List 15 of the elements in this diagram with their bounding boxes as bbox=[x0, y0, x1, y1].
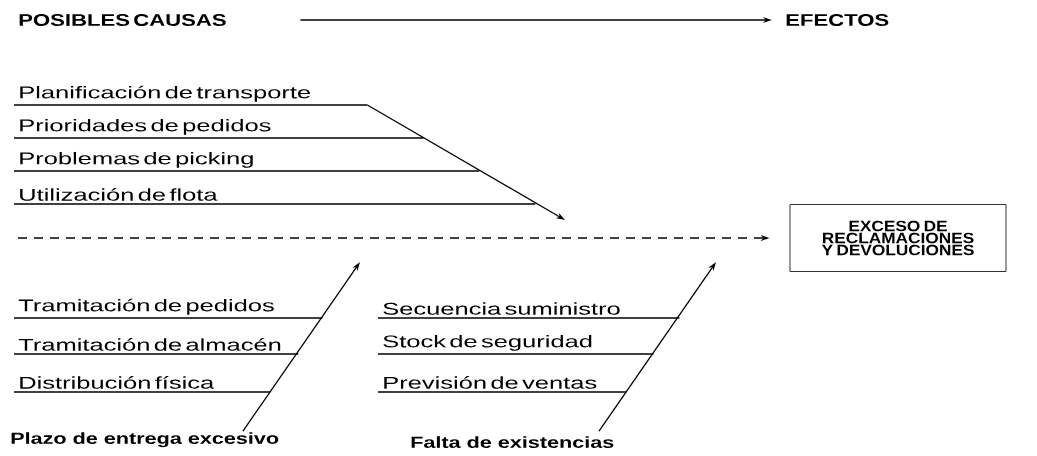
cause-text: Utilización de flota bbox=[13, 188, 537, 205]
cause-text: Tramitación de pedidos bbox=[13, 298, 324, 319]
cause-text: Stock de seguridad bbox=[377, 334, 655, 355]
heading-text: EFECTOS bbox=[786, 14, 889, 27]
effect-box: EXCESO DE RECLAMACIONES Y DEVOLUCIONES bbox=[789, 204, 1007, 272]
cause-text: Problemas de picking bbox=[13, 151, 481, 172]
cause-text: Distribución física bbox=[13, 376, 272, 393]
cause-text: Secuencia suministro bbox=[377, 302, 681, 319]
cause-text: Tramitación de almacén bbox=[13, 338, 300, 355]
cause-text: Planificación de transporte bbox=[13, 85, 369, 106]
category-label: Plazo de entrega excesivo bbox=[11, 432, 279, 448]
cause-text: Previsión de ventas bbox=[377, 376, 628, 393]
category-label: Falta de existencias bbox=[411, 436, 614, 448]
heading-text: POSIBLES CAUSAS bbox=[19, 14, 226, 27]
cause-text: Prioridades de pedidos bbox=[13, 118, 425, 139]
